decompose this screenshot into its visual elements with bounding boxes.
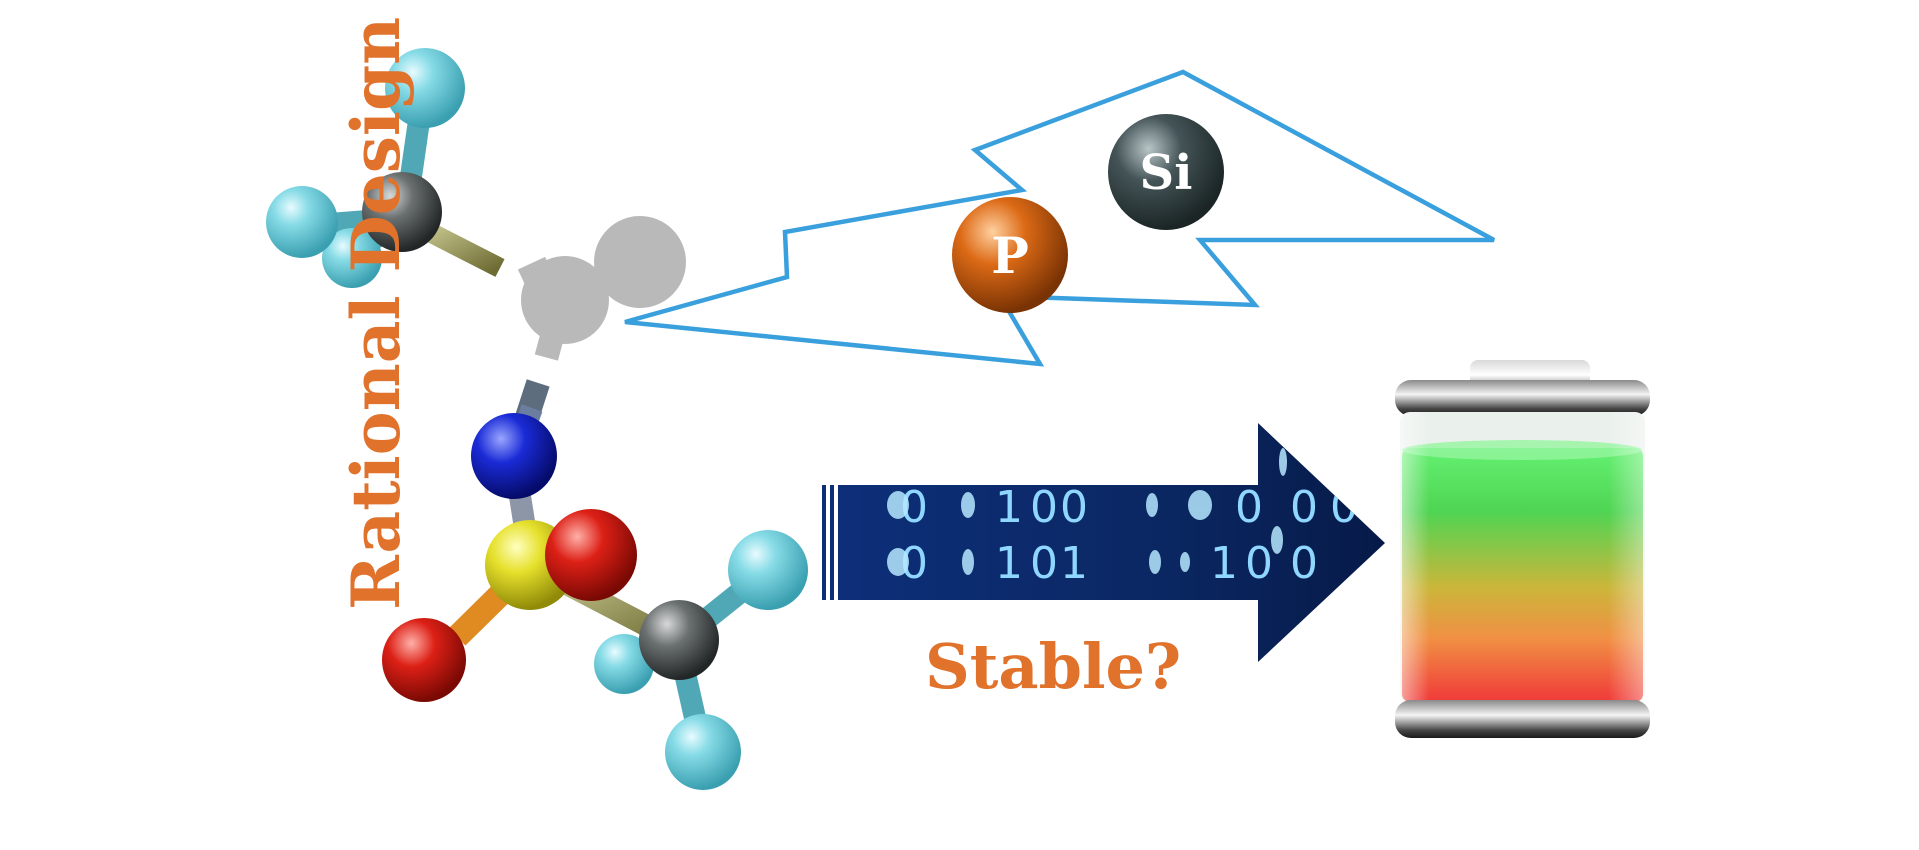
glowing-bits bbox=[887, 448, 1287, 576]
phosphorus-sphere: P bbox=[952, 197, 1068, 313]
binary-digit: 0 bbox=[1330, 482, 1358, 533]
binary-digit: 1 bbox=[1210, 538, 1238, 589]
phosphorus-ball bbox=[952, 197, 1068, 313]
fluorine-atom bbox=[728, 530, 808, 610]
battery-bottom-band bbox=[1395, 700, 1650, 738]
binary-digit: 0 bbox=[1290, 538, 1318, 589]
data-arrow: 0 1 0 0 0 0 0 0 1 0 1 1 0 0 bbox=[822, 423, 1385, 662]
binary-digit: 0 bbox=[1030, 538, 1058, 589]
fluorine-atom bbox=[266, 186, 338, 258]
rational-design-label: Rational Design bbox=[337, 16, 415, 610]
binary-digits: 0 1 0 0 0 0 0 0 1 0 1 1 0 0 bbox=[887, 448, 1358, 589]
silicon-symbol: Si bbox=[1140, 145, 1193, 201]
substitution-site-silhouette bbox=[517, 216, 686, 361]
binary-digit: 1 bbox=[995, 538, 1023, 589]
arrow-stripe bbox=[822, 485, 826, 600]
oxygen-atom bbox=[545, 509, 637, 601]
fluorine-atom bbox=[665, 714, 741, 790]
fluorine-atom bbox=[594, 634, 654, 694]
stable-question-label: Stable? bbox=[925, 630, 1182, 703]
silicon-ball bbox=[1108, 114, 1224, 230]
silhouette-atom bbox=[594, 216, 686, 308]
carbon-atom bbox=[639, 600, 719, 680]
binary-digit: 0 bbox=[1030, 482, 1058, 533]
binary-digit: 1 bbox=[995, 482, 1023, 533]
binary-digit: 0 bbox=[1235, 482, 1263, 533]
phosphorus-symbol: P bbox=[991, 226, 1029, 285]
fluorine-atom bbox=[322, 228, 382, 288]
arrow-body bbox=[838, 423, 1385, 662]
silhouette-bond bbox=[517, 256, 557, 294]
silhouette-bond bbox=[534, 327, 566, 361]
lightning-bolt-outline bbox=[624, 69, 1496, 367]
battery-glass-shine bbox=[1400, 412, 1645, 702]
oxygen-atom bbox=[382, 618, 466, 702]
battery-top-band bbox=[1395, 380, 1650, 416]
battery-icon bbox=[1395, 360, 1650, 738]
fluorine-atom bbox=[385, 48, 465, 128]
carbon-atom bbox=[362, 172, 442, 252]
arrow-stripe bbox=[830, 485, 834, 600]
binary-digit: 0 bbox=[1245, 538, 1273, 589]
silicon-sphere: Si bbox=[1108, 114, 1224, 230]
binary-digit: 0 bbox=[1060, 482, 1088, 533]
nitrogen-atom bbox=[471, 413, 557, 499]
triflyl-amide-fragment bbox=[382, 379, 808, 790]
binary-digit: 1 bbox=[1060, 538, 1088, 589]
cf3-fragment-top bbox=[266, 48, 505, 288]
binary-digit: 0 bbox=[1290, 482, 1318, 533]
